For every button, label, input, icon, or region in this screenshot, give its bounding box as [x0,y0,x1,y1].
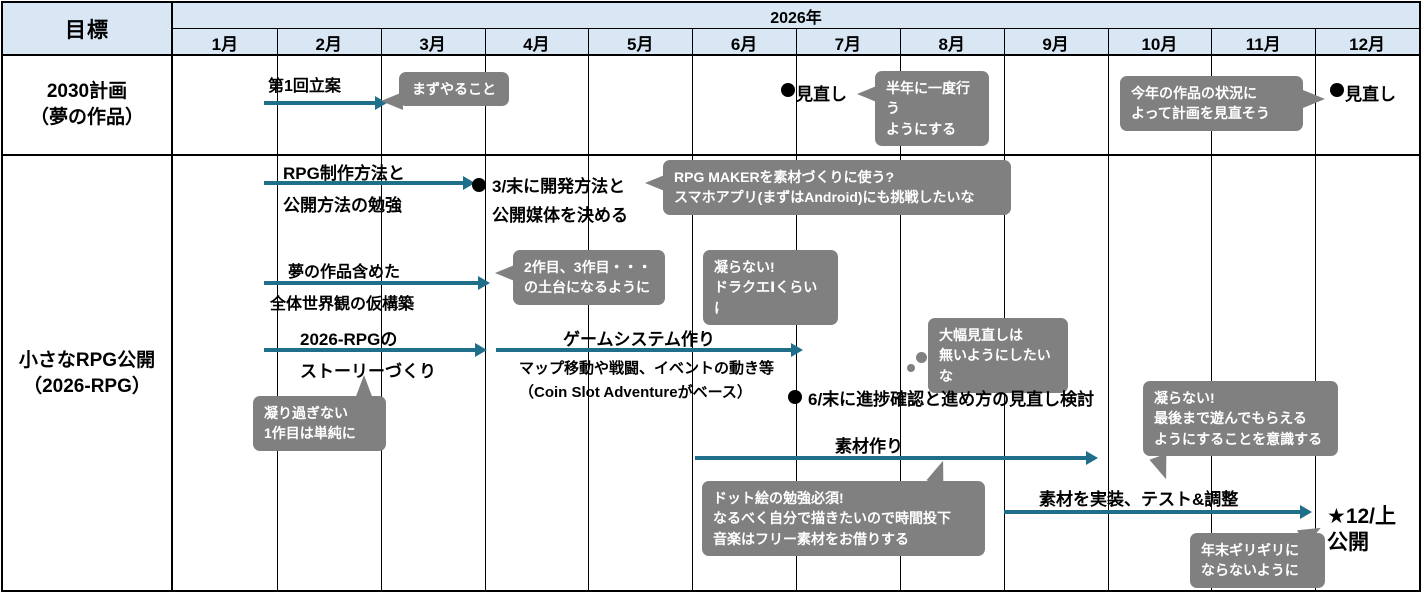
arrow-game-system [496,343,803,357]
callout-simple-dq1: 凝らない! ドラクエⅠくらいに [703,250,838,325]
grid-col-line-r1-9 [1107,156,1109,591]
grid-col-line-r0-1 [276,56,278,154]
arrow-label-story-making-line2: ストーリーづくり [300,362,436,381]
grid-col-line-r1-4 [588,156,590,591]
arrow-asset-creation [695,451,1098,465]
callout-pixel-art: ドット絵の勉強必須! なるべく自分で描きたいので時間投下 音楽はフリー素材をお借… [702,481,985,556]
milestone-decide-method-line2: 公開媒体を決める [492,206,628,225]
callout-foundation: 2作目、3作目・・・ の土台になるように [513,250,665,305]
callout-twice-a-year: 半年に一度行う ようにする [875,71,989,146]
month-header-3: 3月 [419,35,446,54]
callout-twice-a-year-tail [857,85,879,103]
milestone-progress-check-dot [788,390,802,404]
arrow-implement-test [1004,505,1312,519]
milestone-progress-check-line1: 6/末に進捗確認と進め方の見直し検討 [808,390,1095,409]
arrow-first-planning [264,96,387,110]
month-header-10: 10月 [1141,35,1178,54]
grid-col-line-r1-5 [692,156,694,591]
callout-first-thing: まずやること [399,72,509,107]
grid-col-line-r0-8 [1003,56,1005,154]
callout-foundation-tail [495,264,517,282]
arrow-label-study-rpg-line1: RPG制作方法と [283,164,405,183]
month-header-2: 2月 [315,35,342,54]
arrow-study-rpg [264,176,475,190]
arrow-label-world-building-line2: 全体世界観の仮構築 [270,296,415,313]
milestone-review-december-dot [1330,83,1344,97]
grid-col-line-r0-5 [692,56,694,154]
header-year-band [3,3,1419,29]
header-year-label: 2026年 [770,10,822,27]
month-header-divider-11 [1315,29,1317,56]
callout-playable-to-end: 凝らない! 最後まで遊んでもらえる ようにすることを意識する [1143,381,1338,456]
row-divider-1 [3,154,1419,156]
month-header-divider-7 [899,29,901,56]
callout-review-by-status-tail [1303,90,1325,108]
month-header-9: 9月 [1042,35,1069,54]
arrow-story-making [264,343,487,357]
row-label-small-rpg-text: 小さなRPG公開（2026-RPG） [18,349,156,397]
month-header-divider-8 [1003,29,1005,56]
milestone-decide-method-dot [472,178,486,192]
row-label-2030-plan-text: 2030計画（夢の作品） [29,81,144,128]
callout-first-thing-tail [381,92,403,110]
month-header-divider-1 [276,29,278,56]
month-header-4: 4月 [523,35,550,54]
arrow-world-building [264,276,490,290]
month-header-divider-3 [484,29,486,56]
month-header-12: 12月 [1349,35,1386,54]
grid-col-line-r1-3 [484,156,486,591]
arrow-label-game-system-line3: （Coin Slot Adventureがベース） [519,384,752,401]
milestone-review-june-dot [781,83,795,97]
grid-col-line-r1-2 [380,156,382,591]
month-header-7: 7月 [834,35,862,54]
month-header-divider-2 [380,29,382,56]
grid-col-line-r1-11 [1315,156,1317,591]
arrow-label-asset-creation: 素材作り [835,437,903,456]
month-header-divider-4 [588,29,590,56]
month-header-1: 1月 [211,35,239,54]
callout-review-by-status: 今年の作品の状況に よって計画を見直そう [1120,76,1303,131]
arrow-label-world-building-line1: 夢の作品含めた [288,264,401,281]
arrow-label-story-making-line1: 2026-RPGの [300,330,398,349]
callout-no-big-revision: 大幅見直しは 無いようにしたいな [928,318,1068,393]
month-header-divider-5 [692,29,694,56]
grid-col-line-r1-6 [796,156,797,591]
callout-no-big-revision-bubble-1 [916,352,927,363]
milestone-review-june-label: 見直し [796,85,847,104]
grid-col-line-r1-7 [899,156,901,591]
arrow-label-game-system-line1: ゲームシステム作り [563,330,715,349]
month-header-divider-10 [1211,29,1213,56]
callout-rpg-maker-tail [645,174,667,192]
row-label-2030-plan: 2030計画（夢の作品） [3,56,173,154]
callout-not-overdone-first: 凝り過ぎない 1作目は単純に [253,396,386,451]
grid-col-line-r0-6 [796,56,797,154]
callout-avoid-year-end: 年末ギリギリに ならないように [1190,533,1325,588]
header-month-band [3,29,1419,56]
callout-rpg-maker: RPG MAKERを素材づくりに使う? スマホアプリ(まずはAndroid)にも… [663,160,1011,215]
grid-col-line-r0-9 [1107,56,1109,154]
arrow-label-game-system-line2: マップ移動や戦闘、イベントの動き等 [519,360,775,377]
milestone-review-december-label: 見直し [1345,85,1396,104]
header-goal-label: 目標 [65,18,109,42]
month-header-8: 8月 [938,35,965,54]
grid-col-line-r1-1 [276,156,278,591]
grid-col-line-r1-10 [1211,156,1213,591]
month-header-11: 11月 [1245,35,1281,54]
arrow-label-first-planning: 第1回立案 [268,78,341,95]
header-goal-cell: 目標 [3,3,173,56]
milestone-decide-method-line1: 3/末に開発方法と [492,177,626,196]
row-label-small-rpg: 小さなRPG公開（2026-RPG） [3,156,173,591]
month-header-divider-9 [1107,29,1109,56]
grid-col-line-r0-4 [588,56,590,154]
month-header-divider-6 [796,29,797,56]
arrow-label-study-rpg-line2: 公開方法の勉強 [283,196,402,215]
month-header-5: 5月 [627,35,654,54]
release-marker: ★12/上 公開 [1327,505,1397,555]
arrow-label-implement-test: 素材を実装、テスト&調整 [1039,490,1239,509]
callout-not-overdone-first-tail [355,375,373,399]
month-header-6: 6月 [730,35,758,54]
callout-no-big-revision-bubble-2 [907,364,915,372]
